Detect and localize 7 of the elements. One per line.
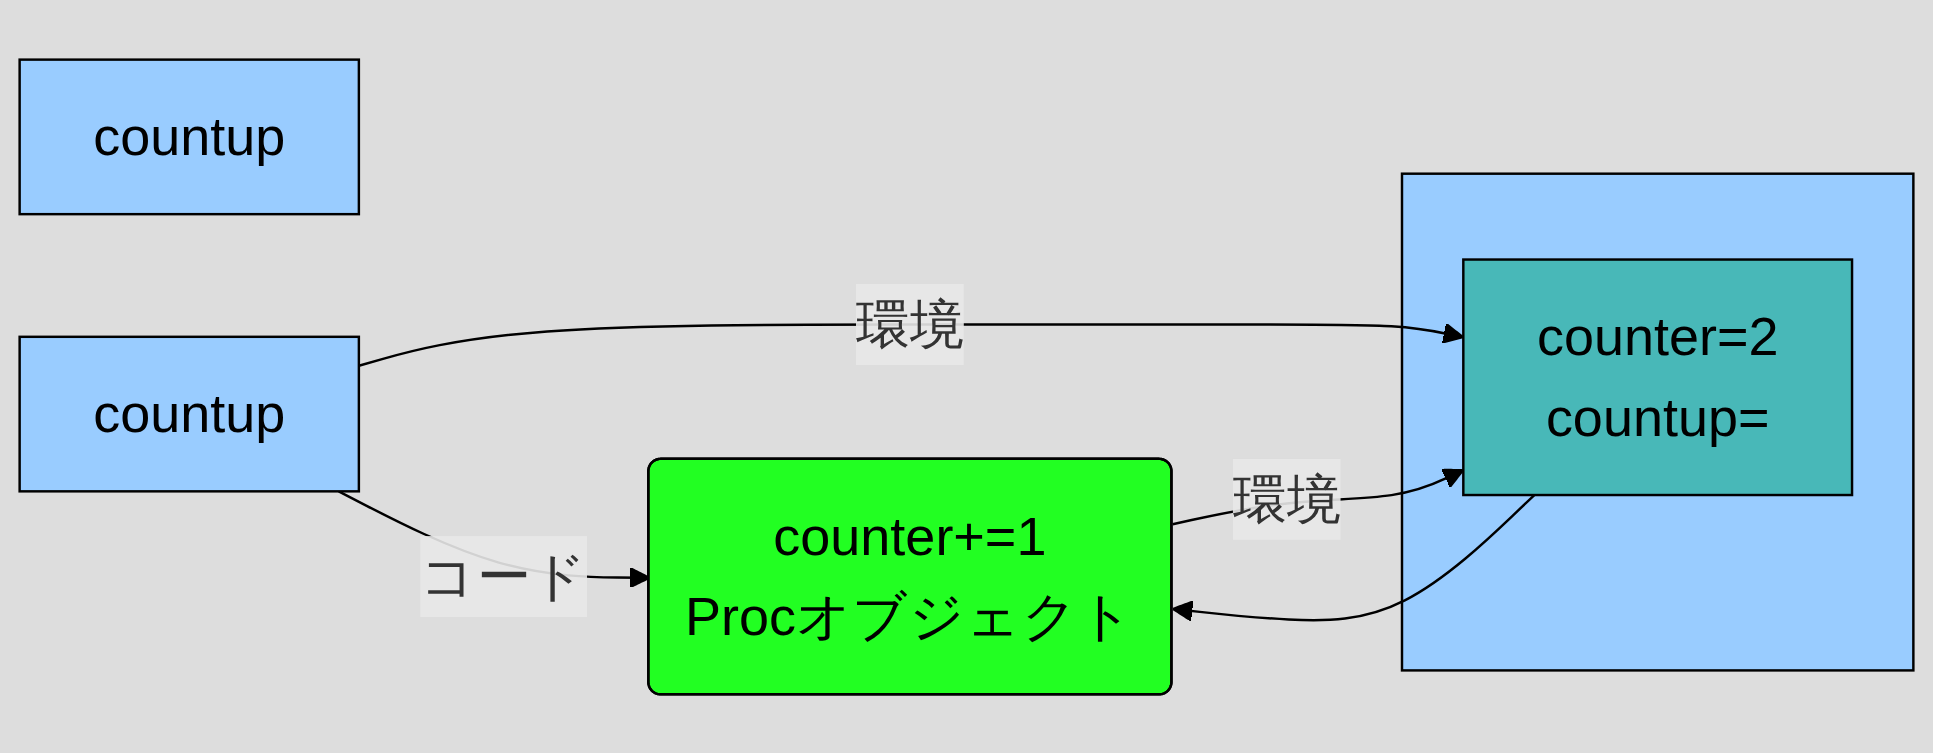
node-box: countup [18, 57, 361, 215]
node-box: counter=2 countup= [1462, 257, 1854, 496]
cluster [1400, 171, 1915, 672]
edge-label: 環境 [1232, 468, 1341, 530]
node-box: countup [18, 335, 361, 493]
edge-label: 環境 [855, 293, 964, 355]
edge-label: コード [420, 545, 587, 607]
